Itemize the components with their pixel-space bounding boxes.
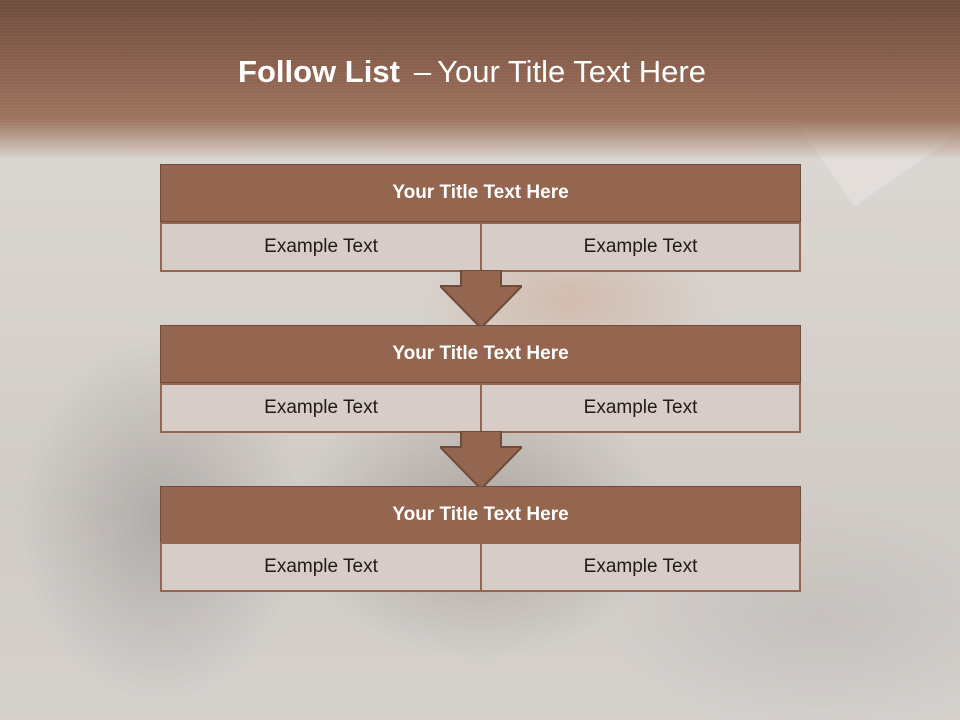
block-title: Your Title Text Here [160,164,801,222]
block-title: Your Title Text Here [160,486,801,544]
down-arrow-icon [440,431,522,489]
slide-title-bold: Follow List [238,54,400,89]
slide-title-separator: – [413,54,432,89]
block-cell-right: Example Text [480,222,801,272]
block-cell-right: Example Text [480,542,801,592]
block-cell-left: Example Text [160,542,482,592]
header-texture [0,0,960,130]
block-cell-right: Example Text [480,383,801,433]
block-title: Your Title Text Here [160,325,801,383]
block-cell-left: Example Text [160,383,482,433]
slide-title-rest: Your Title Text Here [437,54,706,89]
list-block-2: Your Title Text Here Example Text Exampl… [160,325,801,433]
block-cell-left: Example Text [160,222,482,272]
list-block-1: Your Title Text Here Example Text Exampl… [160,164,801,272]
header-band [0,0,960,160]
down-arrow-icon [440,270,522,328]
list-block-3: Your Title Text Here Example Text Exampl… [160,486,801,592]
slide-title: Follow List–Your Title Text Here [0,54,952,90]
